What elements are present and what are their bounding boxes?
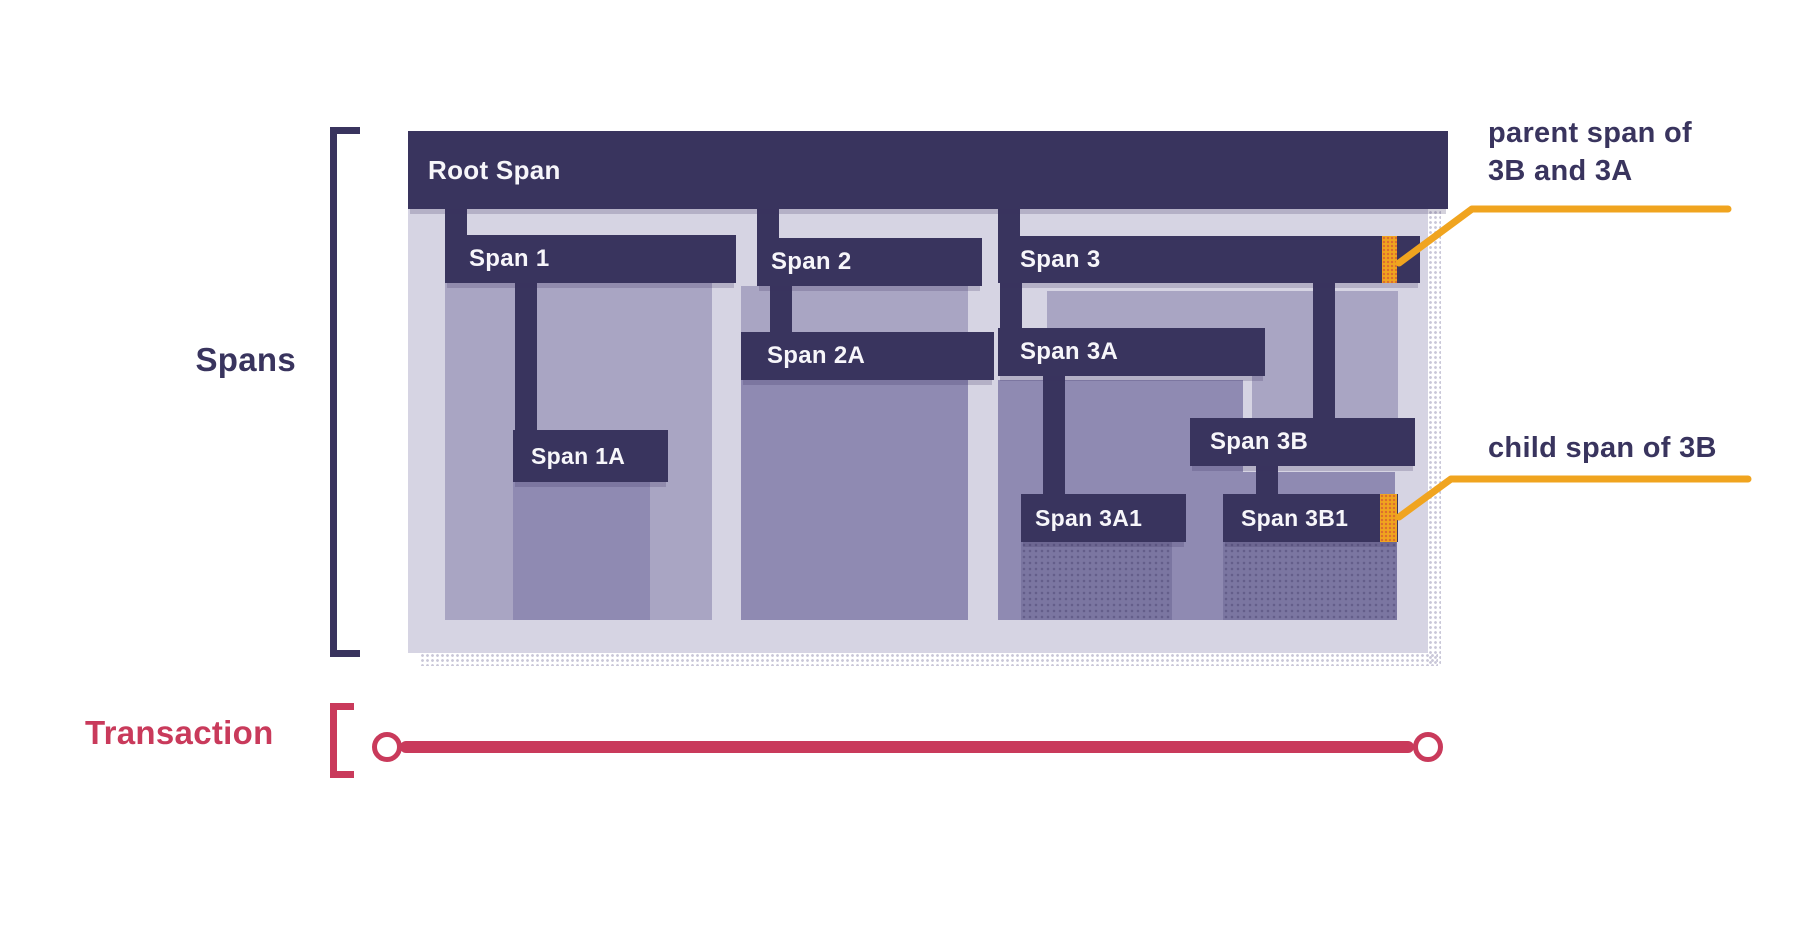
child-leader-line [1395,475,1752,521]
span3a1-label: Span 3A1 [1035,504,1143,531]
panel-shadow-right [1428,150,1441,665]
span1-bar: Span 1 [445,235,736,283]
span1-label: Span 1 [469,245,550,272]
span2-label: Span 2 [771,248,852,275]
panel-shadow-bottom [420,653,1438,666]
timeline-end-circle-icon [1413,732,1443,762]
transaction-bracket [330,703,354,778]
span2a-bar: Span 2A [741,332,994,380]
annotation-parent-span: parent span of 3B and 3A [1488,114,1692,190]
span3b1-bar: Span 3B1 [1223,494,1398,542]
connector-root-to-span2 [757,209,779,240]
annotation-parent-line2: 3B and 3A [1488,155,1633,187]
spans-bracket-bottom-tick [330,650,360,657]
connector-span1-to-span1a [515,283,537,430]
span3b1-label: Span 3B1 [1241,504,1349,531]
spans-bracket [330,127,360,657]
connector-span3a-to-span3a1 [1043,376,1065,494]
span2a-label: Span 2A [767,342,866,369]
annotation-parent-line1: parent span of [1488,117,1692,149]
span1a-duration [513,482,650,620]
span3a1-duration [1021,542,1172,620]
root-span-bar: Root Span [408,131,1448,209]
connector-root-to-span3 [998,209,1020,238]
connector-span3-to-span3a [1000,283,1022,328]
spans-label: Spans [195,341,296,378]
connector-span3b-to-span3b1 [1256,466,1278,494]
span3a1-bar: Span 3A1 [1021,494,1186,542]
span3-bar: Span 3 [998,236,1420,283]
transaction-bracket-bottom-tick [330,771,354,778]
transaction-label: Transaction [85,714,274,751]
transaction-bracket-stem [330,703,337,778]
span2a-duration [741,380,968,620]
root-span-label: Root Span [428,154,561,185]
span3b-bar: Span 3B [1190,418,1415,466]
span1a-bar: Span 1A [513,430,668,482]
transaction-timeline [400,741,1414,753]
spans-bracket-stem [330,127,337,657]
span3-duration-top [1047,291,1398,328]
connector-root-to-span1 [445,209,467,237]
span3a-label: Span 3A [1020,338,1119,365]
transaction-bracket-top-tick [330,703,354,710]
span2-bar: Span 2 [757,238,982,286]
span3b-label: Span 3B [1210,428,1309,455]
annotation-child-span: child span of 3B [1488,432,1717,464]
span3b1-duration [1223,542,1397,620]
span1a-label: Span 1A [531,442,626,469]
orange-child-marker-icon [1380,494,1397,542]
parent-leader-line [1395,205,1732,267]
connector-span3-to-span3b [1313,283,1335,418]
spans-bracket-top-tick [330,127,360,134]
span3-label: Span 3 [1020,245,1101,273]
orange-parent-marker-icon [1382,236,1397,283]
span3a-bar: Span 3A [998,328,1265,376]
timeline-start-circle-icon [372,732,402,762]
connector-span2-to-span2a [770,286,792,332]
